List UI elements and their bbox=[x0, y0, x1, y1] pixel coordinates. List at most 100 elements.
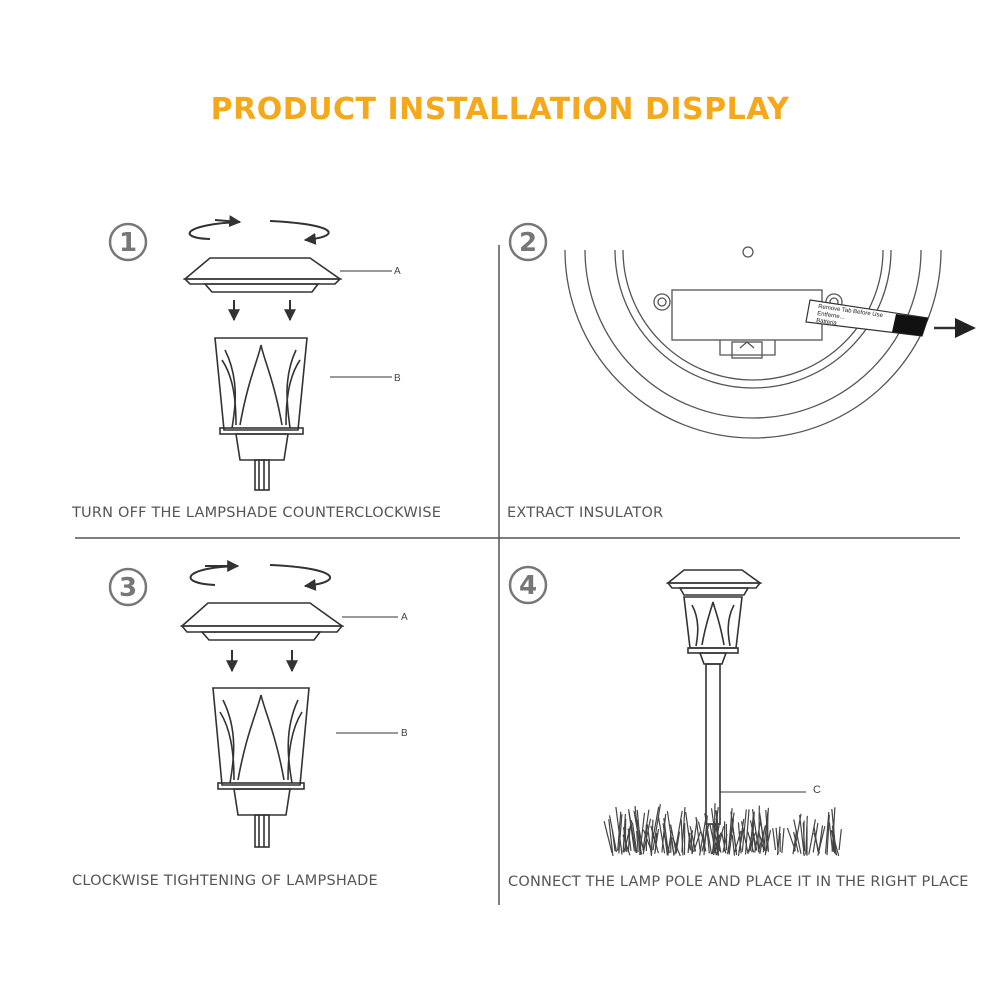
step-3-lamp-body: B bbox=[212, 687, 408, 848]
step-1-number-badge: 1 bbox=[108, 222, 148, 262]
grass-blade bbox=[828, 822, 833, 851]
grass-blade bbox=[812, 822, 819, 853]
grass-blade bbox=[650, 825, 659, 854]
grass-blade bbox=[691, 819, 698, 855]
grass-blade bbox=[642, 829, 652, 851]
insulator-text-line-3: Batteria bbox=[816, 318, 838, 327]
grass-blade bbox=[741, 809, 747, 852]
grass-blade bbox=[622, 834, 631, 856]
step-1-down-arrows bbox=[228, 300, 296, 322]
grass-blade bbox=[697, 821, 707, 852]
grass-blade bbox=[740, 821, 749, 855]
grass-blade bbox=[675, 831, 681, 854]
grass-blade bbox=[662, 832, 671, 854]
grass-blade bbox=[838, 829, 842, 851]
grass-blade bbox=[608, 819, 614, 856]
grass-blade bbox=[826, 814, 830, 856]
step-2-lamp-base-bottom-view bbox=[564, 246, 942, 439]
grass-blade bbox=[681, 807, 686, 853]
grass-blade bbox=[704, 813, 713, 855]
step-4-number-badge: 4 bbox=[508, 565, 548, 605]
grass-blade bbox=[714, 823, 722, 853]
grass-blade bbox=[689, 826, 697, 852]
grass-blade bbox=[711, 807, 719, 855]
step-4-grass bbox=[603, 803, 842, 857]
grass-blade bbox=[603, 821, 613, 854]
grass-blade bbox=[824, 811, 830, 854]
grass-blade bbox=[671, 837, 675, 856]
grass-blade bbox=[714, 834, 720, 854]
grass-blade bbox=[627, 830, 631, 852]
grass-blade bbox=[726, 812, 735, 855]
step-3-number-badge: 3 bbox=[108, 567, 148, 607]
step-1-label-b: B bbox=[394, 373, 401, 384]
grass-blade bbox=[818, 825, 824, 855]
step-2-caption: EXTRACT INSULATOR bbox=[507, 505, 664, 521]
grass-blade bbox=[652, 804, 661, 851]
grass-blade bbox=[615, 806, 623, 855]
grass-blade bbox=[628, 809, 635, 852]
grass-blade bbox=[776, 826, 781, 856]
grass-blade bbox=[650, 819, 654, 855]
step-4-number: 4 bbox=[519, 571, 537, 601]
grass-blade bbox=[631, 822, 638, 854]
grass-blade bbox=[663, 817, 669, 854]
step-4-label-c: C bbox=[813, 784, 821, 796]
grass-blade bbox=[831, 829, 840, 857]
grass-blade bbox=[639, 812, 646, 856]
grass-blade bbox=[703, 815, 708, 856]
step-3-label-a: A bbox=[401, 612, 408, 623]
grass-blade bbox=[813, 826, 819, 853]
step-3-lampshade-cap: A bbox=[179, 602, 408, 641]
step-2-number-badge: 2 bbox=[508, 222, 548, 262]
grass-blade bbox=[765, 809, 769, 852]
grass-blade bbox=[738, 831, 742, 854]
grass-blade bbox=[758, 805, 760, 851]
step-3-down-arrows bbox=[226, 650, 298, 673]
grass-blade bbox=[672, 837, 681, 857]
grass-blade bbox=[759, 829, 765, 855]
grass-blade bbox=[728, 819, 735, 855]
grass-blade bbox=[693, 831, 701, 853]
step-1-lampshade-cap: A bbox=[182, 257, 401, 293]
grass-blade bbox=[680, 819, 684, 856]
step-2-insulator-tab: Remove Tab Before Use Entferne... Batter… bbox=[805, 299, 929, 337]
grass-blade bbox=[624, 818, 627, 852]
grass-blade bbox=[633, 810, 643, 855]
grass-blade bbox=[737, 818, 745, 856]
step-2-pull-arrow bbox=[934, 318, 976, 338]
step-2-number: 2 bbox=[519, 228, 537, 258]
grass-blade bbox=[792, 830, 798, 855]
step-1-lamp-body: B bbox=[214, 337, 401, 491]
grass-blade bbox=[695, 816, 701, 851]
page-title: PRODUCT INSTALLATION DISPLAY bbox=[210, 92, 790, 127]
step-1-caption: TURN OFF THE LAMPSHADE COUNTERCLOCKWISE bbox=[72, 505, 442, 521]
step-3-rotation-arrows bbox=[189, 560, 332, 591]
grass-blade bbox=[709, 823, 717, 856]
step-3-number: 3 bbox=[119, 573, 137, 603]
insulator-text-line-2: Entferne... bbox=[817, 311, 846, 321]
step-4-caption: CONNECT THE LAMP POLE AND PLACE IT IN TH… bbox=[508, 874, 969, 890]
grass-blade bbox=[754, 820, 762, 853]
step-1-number: 1 bbox=[119, 228, 137, 258]
step-3-label-b: B bbox=[401, 728, 408, 739]
step-1-label-a: A bbox=[394, 266, 401, 277]
grass-blade bbox=[733, 830, 742, 853]
grass-blade bbox=[727, 808, 733, 853]
grass-blade bbox=[636, 830, 639, 853]
grass-blade bbox=[687, 832, 691, 854]
grass-blade bbox=[793, 813, 802, 852]
grass-blade bbox=[744, 809, 750, 855]
step-3-caption: CLOCKWISE TIGHTENING OF LAMPSHADE bbox=[72, 873, 378, 889]
grass-blade bbox=[808, 819, 816, 855]
grass-blade bbox=[747, 831, 757, 853]
grass-blade bbox=[618, 814, 623, 854]
step-4-assembled-lamp: C bbox=[665, 569, 821, 825]
grass-blade bbox=[611, 829, 616, 852]
grass-blade bbox=[772, 828, 777, 851]
grass-blade bbox=[654, 828, 660, 854]
step-1-rotation-arrows bbox=[188, 215, 330, 245]
grass-blade bbox=[759, 812, 766, 851]
